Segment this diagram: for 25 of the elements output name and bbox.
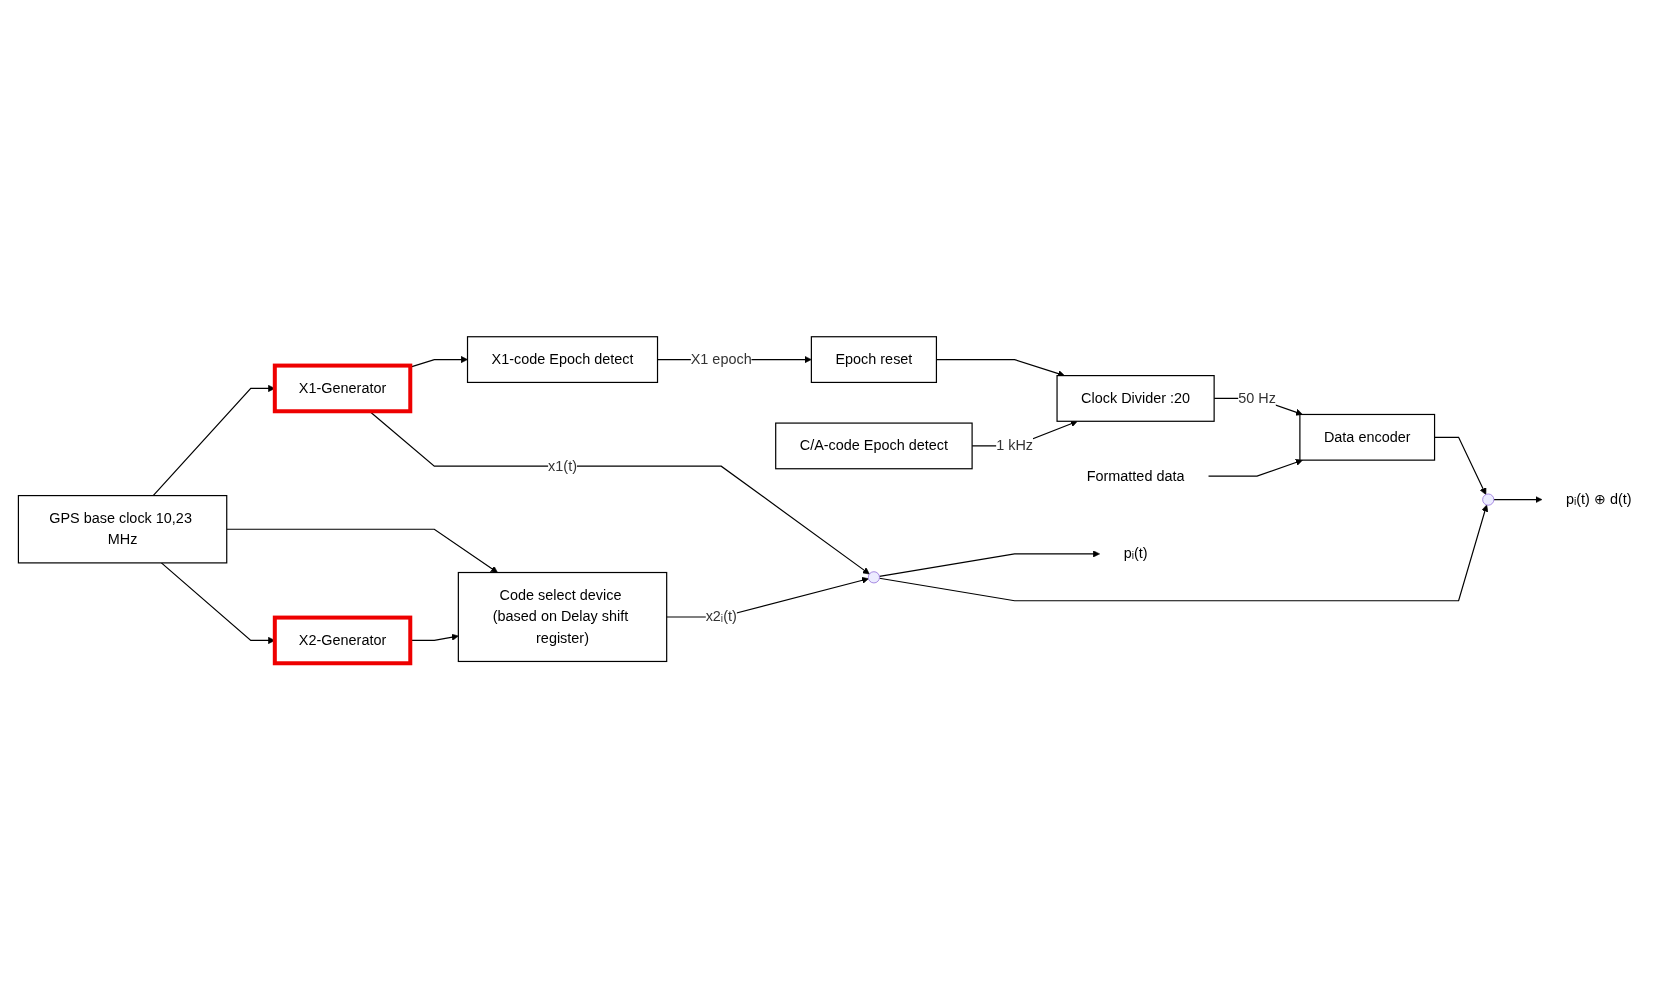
node-box: Data encoder [1298, 413, 1435, 461]
node-circle [867, 571, 880, 584]
node-text: pᵢ(t) [1123, 545, 1148, 562]
node-box: X1-Generator [272, 363, 412, 414]
arrow [935, 358, 1065, 377]
node-box: C/A-code Epoch detect [774, 422, 973, 470]
node-box: Code select device (based on Delay shift register) [457, 571, 667, 663]
node-circle [1481, 493, 1494, 506]
node-text: Formatted data [1086, 467, 1184, 484]
edge-label: x1(t) [547, 457, 577, 474]
edge-label: 1 kHz [995, 437, 1033, 454]
arrow [878, 504, 1488, 602]
arrow [1492, 496, 1542, 504]
edge-label: X1 epoch [690, 351, 752, 368]
edge-label: x2ᵢ(t) [705, 608, 737, 625]
node-text: pᵢ(t) ⊕ d(t) [1565, 491, 1632, 508]
arrow [878, 550, 1100, 577]
node-box: GPS base clock 10,23 MHz [17, 495, 227, 564]
node-box: X1-code Epoch detect [466, 336, 658, 383]
node-box: Epoch reset [810, 336, 937, 383]
node-box: X2-Generator [272, 615, 412, 666]
arrow [409, 356, 468, 368]
node-box: Clock Divider :20 [1055, 375, 1215, 422]
arrow [1207, 458, 1303, 477]
edge-label: 50 Hz [1237, 390, 1276, 407]
